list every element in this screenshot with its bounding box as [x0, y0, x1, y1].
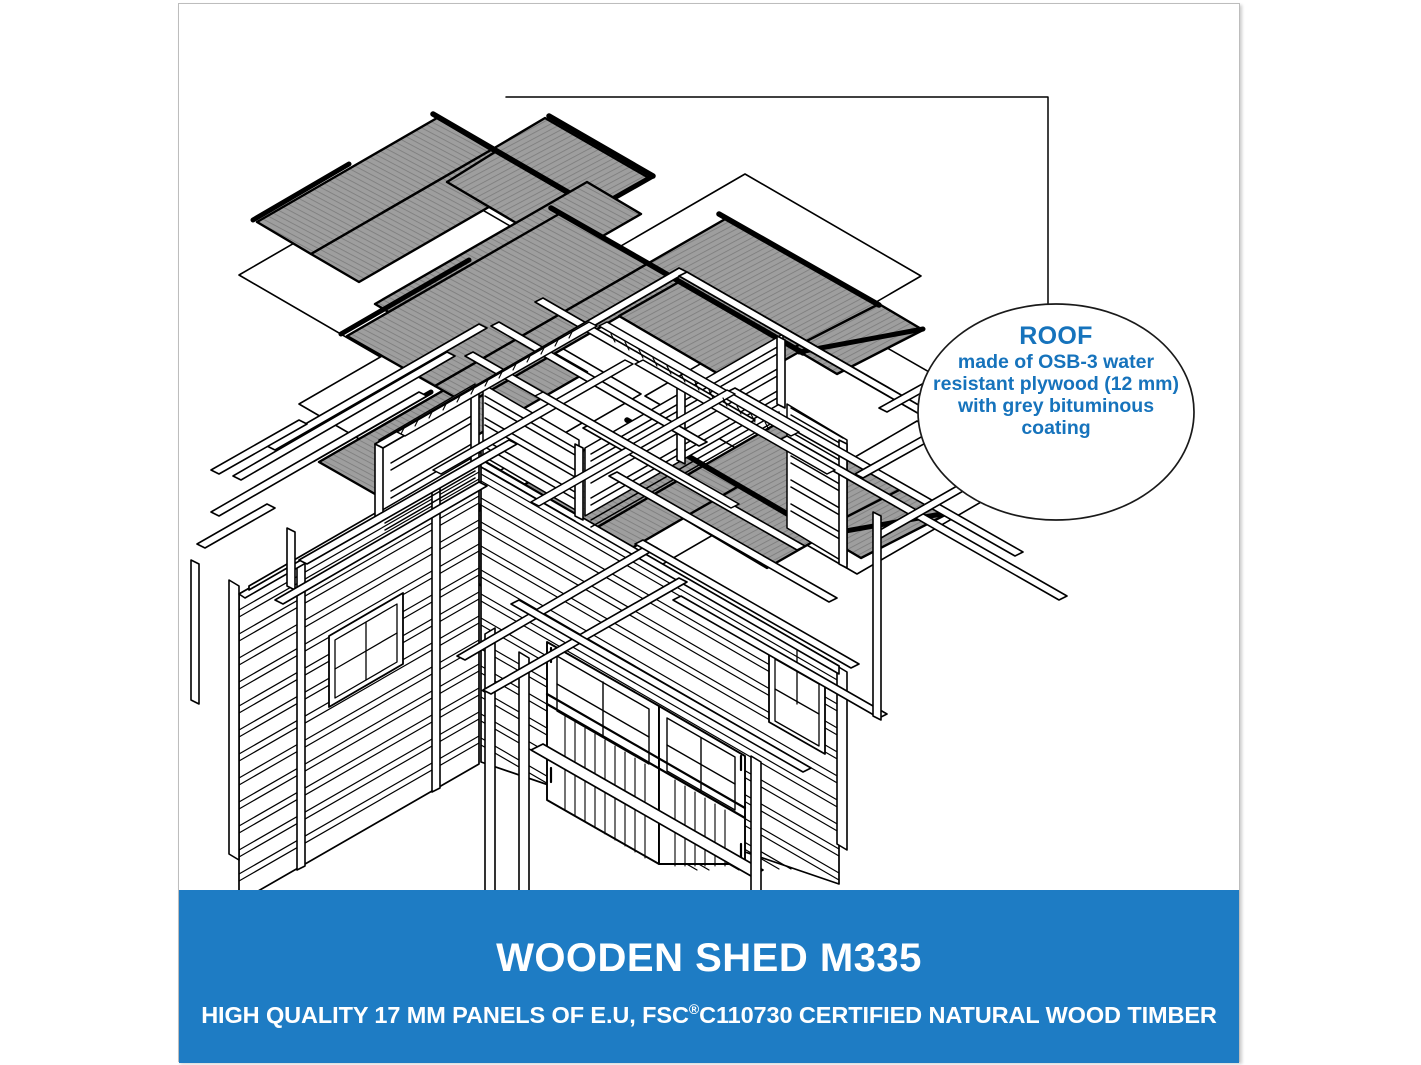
registered-mark-icon: ® — [688, 1001, 700, 1018]
subtitle-part-2: C110730 CERTIFIED NATURAL WOOD TIMBER — [699, 1002, 1217, 1028]
door-threshold — [530, 743, 764, 877]
product-card: ROOF made of OSB-3 water resistant plywo… — [178, 3, 1240, 1063]
shed-illustration — [179, 4, 1239, 890]
rafter-hatching — [400, 329, 770, 435]
roof-ridge-batten-mid — [548, 205, 882, 356]
window-left — [328, 592, 404, 708]
wall-corner-battens — [228, 579, 848, 890]
wall-left-battens — [296, 481, 441, 871]
callout-leader-line — [505, 96, 1049, 305]
floating-battens-left — [196, 419, 308, 549]
product-title: WOODEN SHED M335 — [496, 936, 922, 980]
floating-vertical-battens — [190, 511, 882, 721]
door-glazing — [556, 655, 736, 811]
product-subtitle: HIGH QUALITY 17 MM PANELS OF E.U, FSC®C1… — [201, 1002, 1217, 1029]
shed-body — [190, 267, 1068, 890]
subtitle-part-1: HIGH QUALITY 17 MM PANELS OF E.U, FSC — [201, 1002, 689, 1028]
shed-assembly-svg — [190, 96, 1068, 890]
product-banner: WOODEN SHED M335 HIGH QUALITY 17 MM PANE… — [179, 890, 1239, 1063]
roof-ridge-batten-rear — [430, 111, 656, 212]
collar-ties — [396, 321, 836, 509]
